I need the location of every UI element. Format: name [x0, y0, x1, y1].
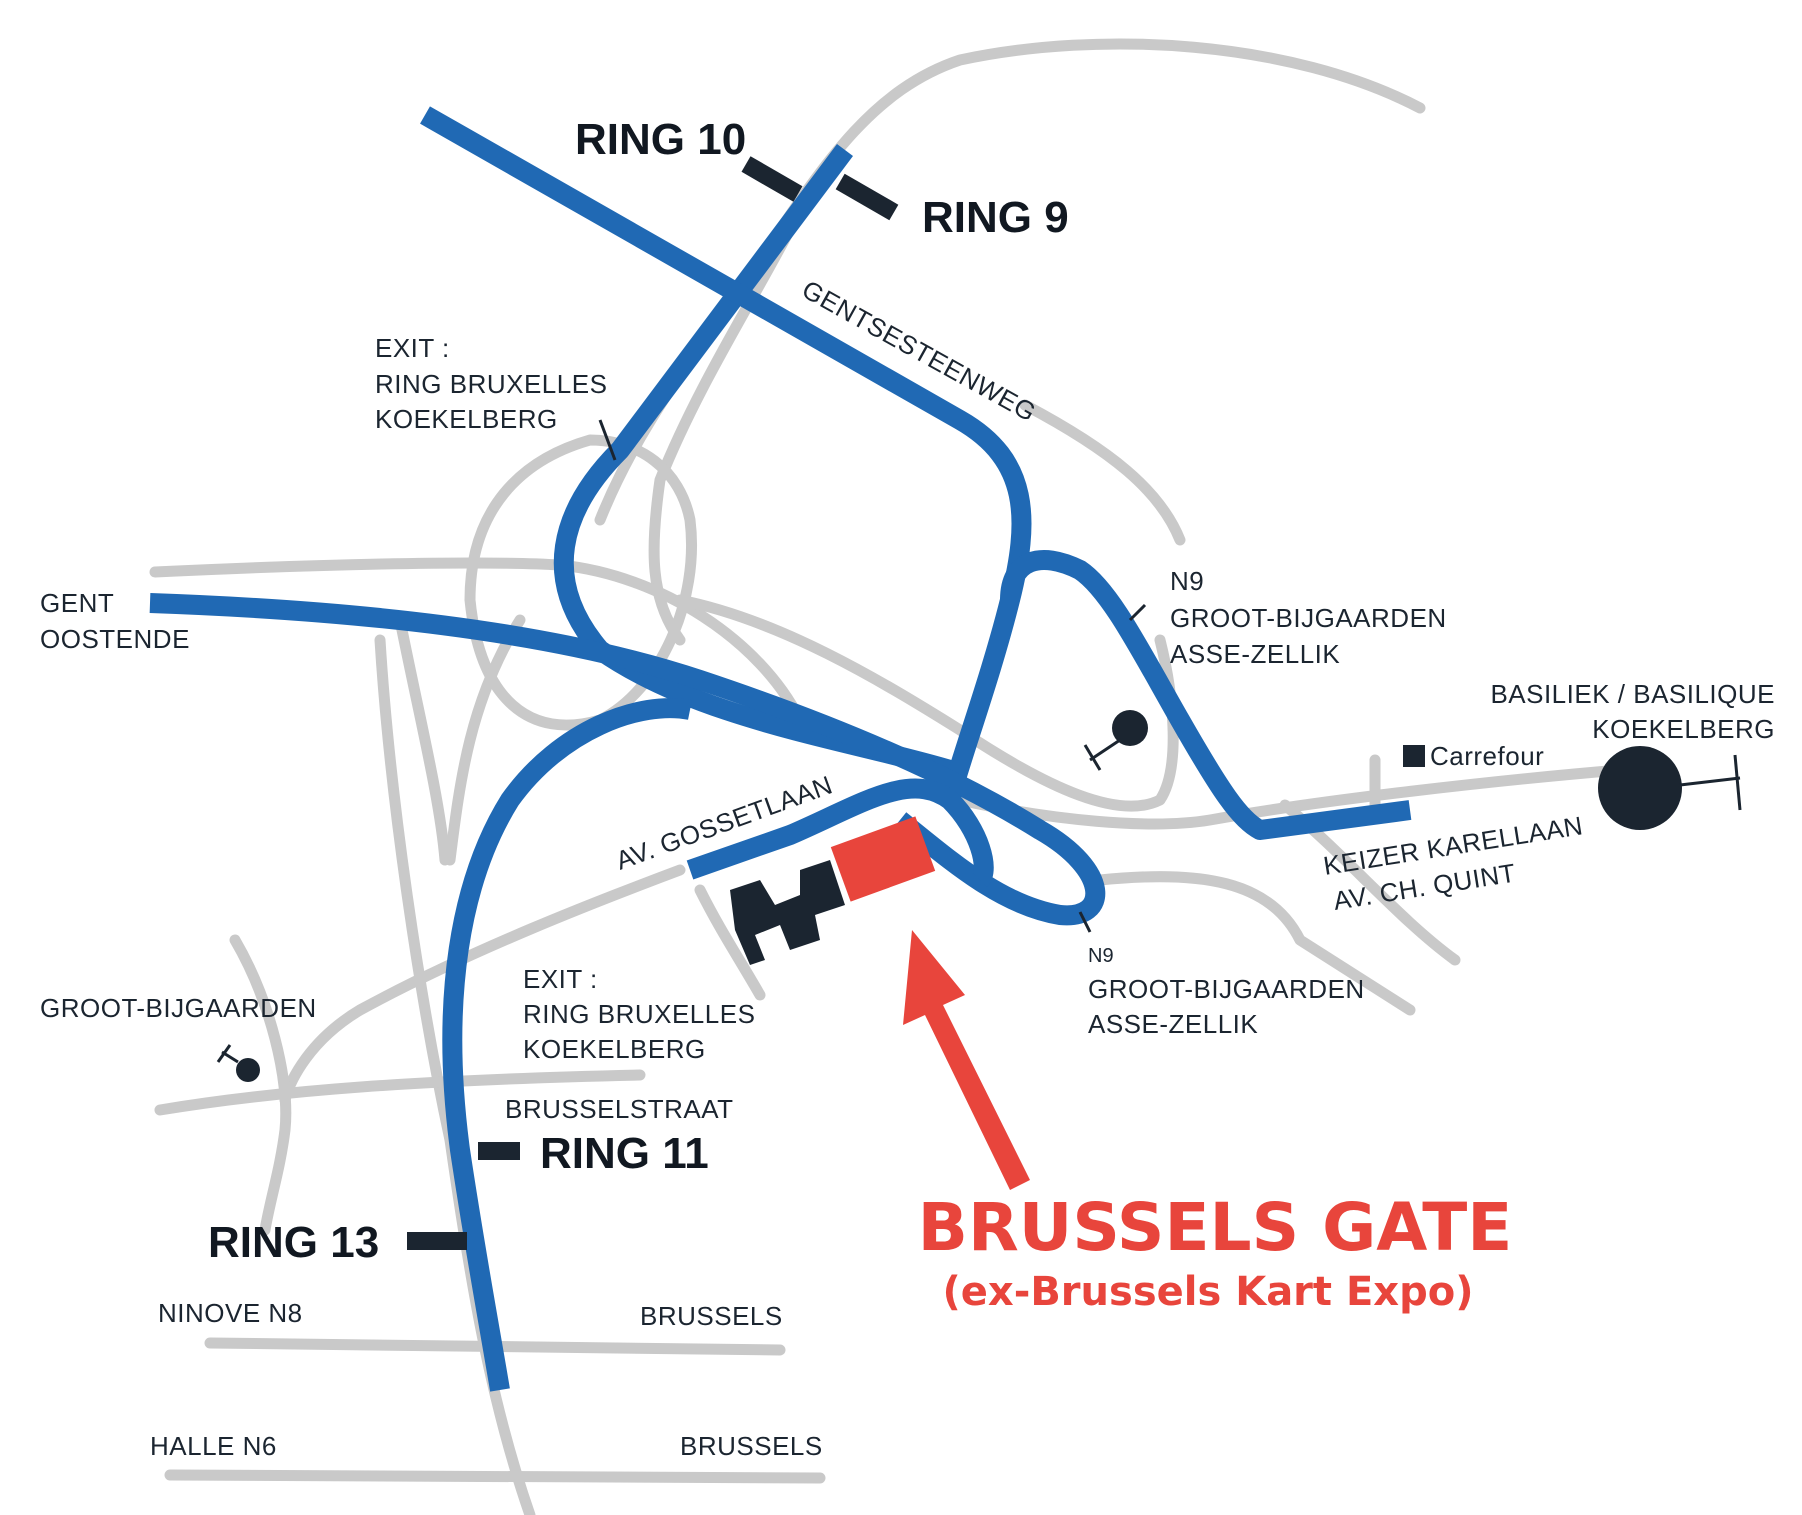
- local-road: [164, 1469, 826, 1484]
- local-road: [394, 614, 451, 866]
- ring-markers: [407, 156, 899, 1250]
- brussels-label-2: BRUSSELS: [680, 1431, 823, 1461]
- ring-motorway-west: [553, 144, 953, 780]
- carrefour-icon: [1403, 745, 1425, 767]
- ring-11-marker: [478, 1142, 520, 1160]
- local-road: [279, 864, 686, 1106]
- ring-9-label: RING 9: [922, 193, 1069, 242]
- local-road: [154, 1069, 646, 1116]
- n9-top-line-3: ASSE-ZELLIK: [1170, 639, 1340, 669]
- arrow-icon: [903, 930, 1030, 1190]
- ring-13-marker: [407, 1232, 467, 1250]
- n9-top-line-2: GROOT-BIJGAARDEN: [1170, 603, 1447, 633]
- venue-subtitle: (ex-Brussels Kart Expo): [943, 1269, 1474, 1315]
- gent-label-1: GENT: [40, 588, 114, 618]
- n9-bottom-line-1: N9: [1088, 945, 1114, 967]
- local-road: [1094, 871, 1416, 1016]
- groot-left-label: GROOT-BIJGAARDEN: [40, 993, 317, 1023]
- ring-11-label: RING 11: [540, 1129, 709, 1178]
- local-road: [694, 884, 766, 1001]
- church-icon: [1083, 710, 1148, 771]
- existing-building: [730, 860, 845, 965]
- gosset-connector: [686, 778, 994, 888]
- n9-bottom-callout: [1078, 911, 1092, 933]
- exit-top-line-2: RING BRUXELLES: [375, 369, 607, 399]
- callout-lines: [598, 419, 1147, 933]
- ring-9-marker: [835, 173, 899, 221]
- brussels-label-1: BRUSSELS: [640, 1301, 783, 1331]
- exit-bottom-line-1: EXIT :: [523, 964, 598, 994]
- ring-13-label: RING 13: [208, 1218, 379, 1267]
- gent-label-2: OOSTENDE: [40, 624, 190, 654]
- local-road: [229, 934, 292, 1236]
- exit-bottom-line-3: KOEKELBERG: [523, 1034, 706, 1064]
- local-road: [648, 204, 806, 646]
- exit-bottom-line-2: RING BRUXELLES: [523, 999, 755, 1029]
- basilica-icon: [1598, 746, 1742, 830]
- basiliek-line-1: BASILIEK / BASILIQUE: [1490, 679, 1775, 709]
- basiliek-line-2: KOEKELBERG: [1592, 714, 1775, 744]
- brussels-gate-building: [830, 816, 936, 902]
- local-road: [1019, 399, 1186, 546]
- exit-top-callout: [598, 419, 617, 461]
- n9-loop: [1000, 550, 1412, 840]
- halle-label: HALLE N6: [150, 1431, 277, 1461]
- ring-10-marker: [741, 156, 803, 202]
- exit-top-line-3: KOEKELBERG: [375, 404, 558, 434]
- local-road: [444, 614, 526, 866]
- n9-bottom-line-2: GROOT-BIJGAARDEN: [1088, 974, 1365, 1004]
- church-icon: [216, 1044, 260, 1082]
- n9-top-callout: [1128, 603, 1147, 622]
- n9-top-line-1: N9: [1170, 566, 1204, 596]
- ninove-label: NINOVE N8: [158, 1298, 303, 1328]
- venue-title: BRUSSELS GATE: [918, 1189, 1513, 1266]
- brusselstraat-label: BRUSSELSTRAAT: [505, 1094, 734, 1124]
- n9-bottom-line-3: ASSE-ZELLIK: [1088, 1009, 1258, 1039]
- venue-buildings: [730, 816, 936, 965]
- southern-motorway: [442, 698, 692, 1392]
- gent-motorway: [149, 593, 1106, 926]
- exit-top-line-1: EXIT :: [375, 333, 450, 363]
- carrefour-label: Carrefour: [1430, 741, 1544, 771]
- local-road: [674, 594, 1179, 812]
- motorways: [149, 106, 1412, 1392]
- ring-10-label: RING 10: [575, 115, 746, 164]
